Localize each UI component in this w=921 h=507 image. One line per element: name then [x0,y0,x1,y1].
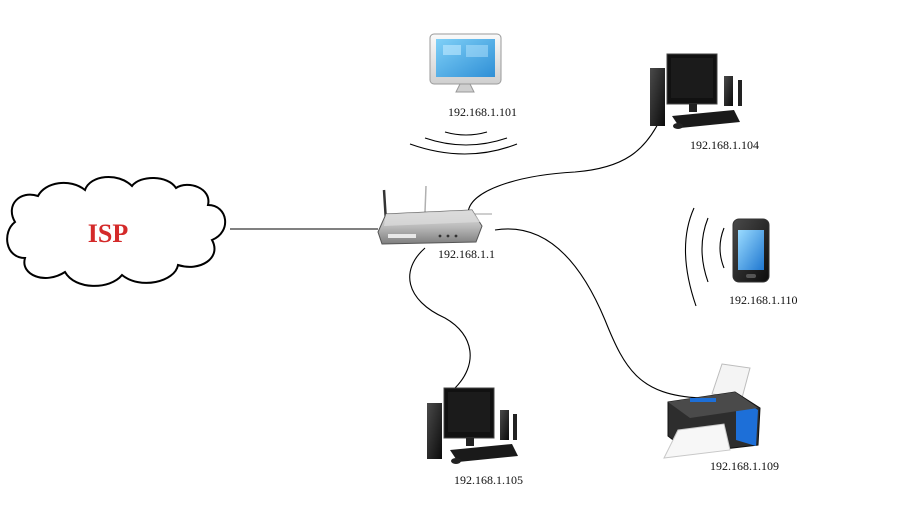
isp-label: ISP [88,219,129,248]
wireless-signal-phone [684,207,725,307]
phone-ip-label: 192.168.1.110 [729,293,798,307]
isp-cloud: ISP [6,176,227,287]
device-printer-109[interactable]: 192.168.1.109 [663,363,779,473]
smartphone-icon [732,218,770,283]
desktop-top-ip-label: 192.168.1.104 [690,138,759,152]
wireless-signal-monitor [409,131,518,155]
wire-router-desktop-bottom [409,247,471,389]
desktop-computer-icon [427,387,518,464]
desktop-computer-icon [650,53,742,129]
device-desktop-104[interactable]: 192.168.1.104 [650,53,759,152]
printer-icon [663,363,761,459]
desktop-bottom-ip-label: 192.168.1.105 [454,473,523,487]
printer-ip-label: 192.168.1.109 [710,459,779,473]
cloud-icon [6,176,227,287]
wire-router-printer [494,228,701,399]
device-phone-110[interactable]: 192.168.1.110 [684,207,798,307]
monitor-icon [429,33,502,93]
device-monitor-101[interactable]: 192.168.1.101 [409,33,518,155]
connections [230,119,701,399]
router-node[interactable]: 192.168.1.1 [377,185,495,261]
router-ip-label: 192.168.1.1 [438,247,495,261]
device-desktop-105[interactable]: 192.168.1.105 [427,387,523,487]
monitor-ip-label: 192.168.1.101 [448,105,517,119]
wire-router-desktop-top [467,119,661,215]
wireless-router-icon [377,185,492,245]
